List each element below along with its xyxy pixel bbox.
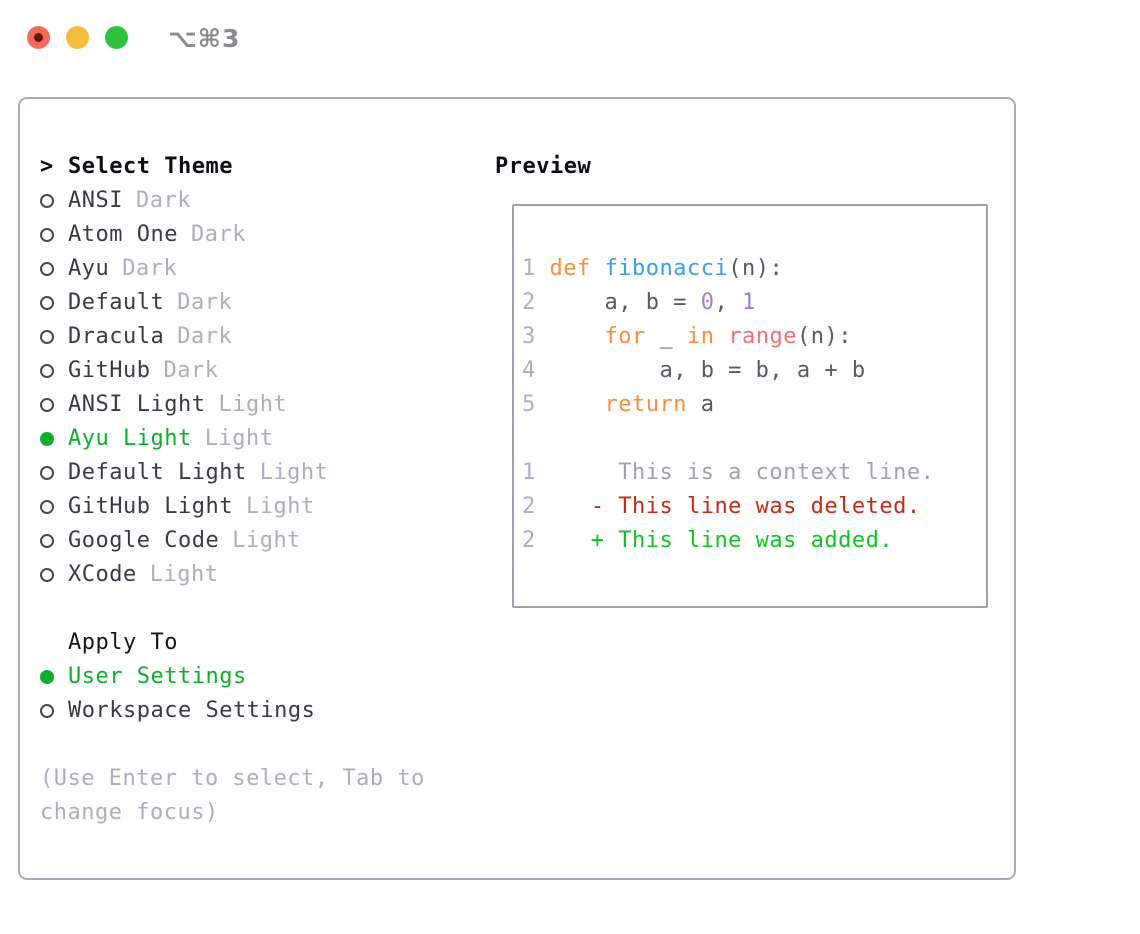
radio-circle-icon	[40, 364, 68, 378]
theme-item-variant: Light	[232, 528, 301, 553]
theme-item[interactable]: ANSI Light Light	[40, 388, 328, 422]
traffic-lights	[27, 26, 128, 49]
radio-circle-icon	[40, 228, 68, 242]
radio-circle-icon	[40, 432, 68, 446]
window-shortcut-label: ⌥⌘3	[168, 24, 241, 53]
theme-item-name: Google Code	[68, 528, 220, 553]
spacer	[40, 592, 328, 626]
theme-item-variant: Light	[149, 562, 219, 587]
theme-item[interactable]: Default Light Light	[40, 456, 328, 490]
theme-item-variant: Dark	[163, 358, 219, 383]
code-line: 2 a, b = 0, 1	[522, 290, 756, 315]
apply-option-label: User Settings	[68, 664, 247, 689]
radio-circle-icon	[40, 262, 68, 276]
theme-item-variant: Light	[218, 392, 288, 417]
theme-item-name: Default	[68, 290, 165, 315]
code-line: 3 for _ in range(n):	[522, 324, 852, 349]
hint-line: (Use Enter to select, Tab to	[40, 766, 425, 791]
theme-item-name: Dracula	[68, 324, 165, 349]
theme-item-name: XCode	[68, 562, 137, 587]
code-line: 1 def fibonacci(n):	[522, 256, 784, 281]
apply-option-label: Workspace Settings	[68, 698, 316, 723]
code-line	[522, 422, 986, 456]
theme-item[interactable]: Google Code Light	[40, 524, 328, 558]
radio-circle-icon	[40, 670, 68, 684]
preview-title: Preview	[495, 154, 592, 179]
preview-header: Preview	[495, 150, 591, 184]
zoom-button[interactable]	[105, 26, 128, 49]
theme-item-variant: Light	[259, 460, 329, 485]
radio-circle-icon	[40, 500, 68, 514]
titlebar: ⌥⌘3	[0, 0, 1140, 76]
theme-item-name: GitHub Light	[68, 494, 233, 519]
apply-option[interactable]: User Settings	[40, 660, 328, 694]
radio-circle-icon	[40, 296, 68, 310]
theme-item[interactable]: XCode Light	[40, 558, 328, 592]
radio-circle-icon	[40, 466, 68, 480]
code-line: 5 return a	[522, 392, 715, 417]
theme-item-name: ANSI Light	[68, 392, 206, 417]
hint-text: (Use Enter to select, Tab to change focus…	[40, 762, 425, 830]
theme-item-name: GitHub	[68, 358, 151, 383]
theme-item-variant: Dark	[190, 222, 246, 247]
close-button[interactable]	[27, 26, 50, 49]
theme-item-name: Ayu Light	[68, 426, 192, 451]
apply-to-header: Apply To	[68, 630, 178, 655]
theme-item[interactable]: Ayu Light Light	[40, 422, 328, 456]
theme-list: ANSI Dark Atom One Dark Ayu Dark Default…	[40, 184, 328, 592]
theme-item-name: Atom One	[68, 222, 178, 247]
minimize-button[interactable]	[66, 26, 89, 49]
theme-item[interactable]: Default Dark	[40, 286, 328, 320]
hint-line: change focus)	[40, 800, 219, 825]
theme-item[interactable]: Ayu Dark	[40, 252, 328, 286]
theme-item-name: ANSI	[68, 188, 123, 213]
theme-item-name: Ayu	[68, 256, 110, 281]
theme-item-variant: Dark	[177, 324, 233, 349]
code-line: 2 + This line was added.	[522, 528, 894, 553]
theme-item[interactable]: ANSI Dark	[40, 184, 328, 218]
radio-circle-icon	[40, 704, 68, 718]
code-preview-box: 1 def fibonacci(n): 2 a, b = 0, 1 3 for _ …	[512, 204, 988, 608]
theme-item[interactable]: GitHub Dark	[40, 354, 328, 388]
apply-to-list: User Settings Workspace Settings	[40, 660, 328, 728]
theme-item[interactable]: Dracula Dark	[40, 320, 328, 354]
theme-item-name: Default Light	[68, 460, 247, 485]
radio-circle-icon	[40, 398, 68, 412]
radio-circle-icon	[40, 568, 68, 582]
theme-item-variant: Dark	[135, 188, 191, 213]
select-theme-title: Select Theme	[68, 154, 233, 179]
theme-selector-panel: > Select Theme ANSI Dark Atom One Dark A…	[18, 97, 1016, 880]
theme-item[interactable]: GitHub Light Light	[40, 490, 328, 524]
theme-item[interactable]: Atom One Dark	[40, 218, 328, 252]
selection-chevron-icon: >	[40, 154, 54, 179]
code-line: 2 - This line was deleted.	[522, 494, 921, 519]
radio-circle-icon	[40, 194, 68, 208]
code-line: 4 a, b = b, a + b	[522, 358, 866, 383]
radio-circle-icon	[40, 534, 68, 548]
radio-circle-icon	[40, 330, 68, 344]
apply-option[interactable]: Workspace Settings	[40, 694, 328, 728]
theme-item-variant: Dark	[122, 256, 178, 281]
theme-item-variant: Dark	[177, 290, 233, 315]
theme-column: > Select Theme ANSI Dark Atom One Dark A…	[40, 150, 328, 728]
theme-item-variant: Light	[204, 426, 274, 451]
select-theme-header: > Select Theme	[40, 150, 328, 184]
theme-item-variant: Light	[245, 494, 315, 519]
code-line: 1 This is a context line.	[522, 460, 935, 485]
